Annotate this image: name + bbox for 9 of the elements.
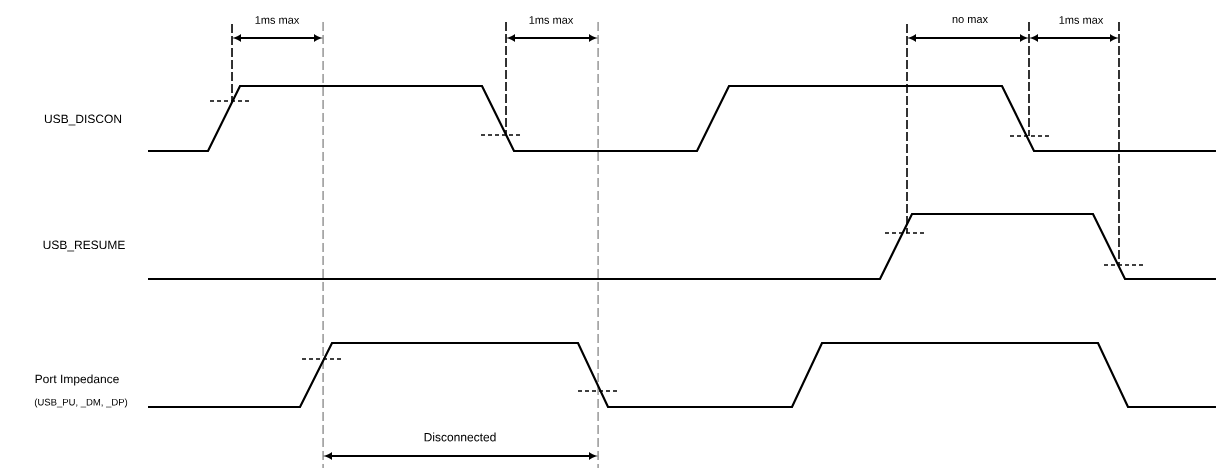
signal-label: USB_RESUME <box>43 240 125 252</box>
dimension-label: 1ms max <box>255 16 300 24</box>
signal-label: Port Impedance <box>35 374 119 386</box>
dimension-label: Disconnected <box>424 432 496 442</box>
signal-label: USB_DISCON <box>44 114 122 126</box>
dimension-label: 1ms max <box>1059 16 1104 24</box>
signal-label: (USB_PU, _DM, _DP) <box>34 398 128 408</box>
dimension-label: 1ms max <box>529 16 574 24</box>
dimension-label: no max <box>952 17 988 23</box>
